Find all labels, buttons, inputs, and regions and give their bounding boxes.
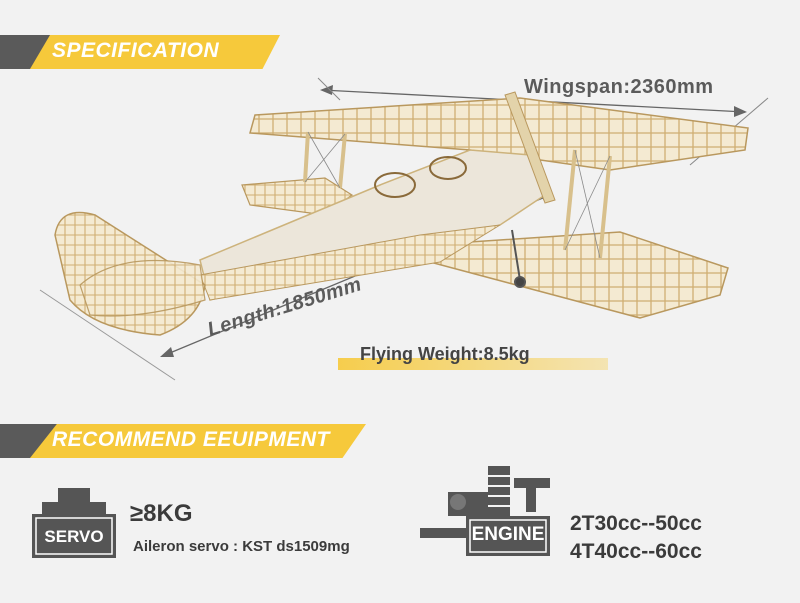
recommend-title: RECOMMEND EEUIPMENT [52,428,330,451]
servo-icon: SERVO [28,478,120,566]
engine-icon: ENGINE [418,462,558,568]
cockpit-rear [374,172,416,198]
cockpit-front [429,156,467,180]
biplane-kit-image [39,77,769,381]
specification-title: SPECIFICATION [52,39,220,62]
wing-struts [303,131,612,259]
banner-yellow-stripe [30,35,280,69]
specification-banner: SPECIFICATION [0,35,300,69]
landing-gear [511,229,526,288]
fuselage-frame [199,224,501,301]
upper-wing [249,97,749,171]
engine-icon-label: ENGINE [471,524,545,545]
servo-model-text: Aileron servo : KST ds1509mg [133,538,350,555]
horizontal-stabilizer [79,259,206,317]
flying-weight-badge: Flying Weight:8.5kg [338,344,608,374]
flying-weight-label: Flying Weight:8.5kg [360,344,530,364]
servo-icon-label: SERVO [44,527,104,546]
banner-yellow-stripe [30,424,366,458]
engine-spec-2t: 2T30cc--50cc [570,512,702,535]
recommend-banner: RECOMMEND EEUIPMENT [0,424,380,458]
rigging-wires [304,131,611,259]
propeller [504,91,556,204]
engine-spec-4t: 4T40cc--60cc [570,540,702,563]
servo-torque-spec: ≥8KG [130,500,193,527]
lower-right-wing [424,231,729,319]
wingspan-label: Wingspan:2360mm [524,76,714,98]
weight-highlight-bar [338,358,608,370]
